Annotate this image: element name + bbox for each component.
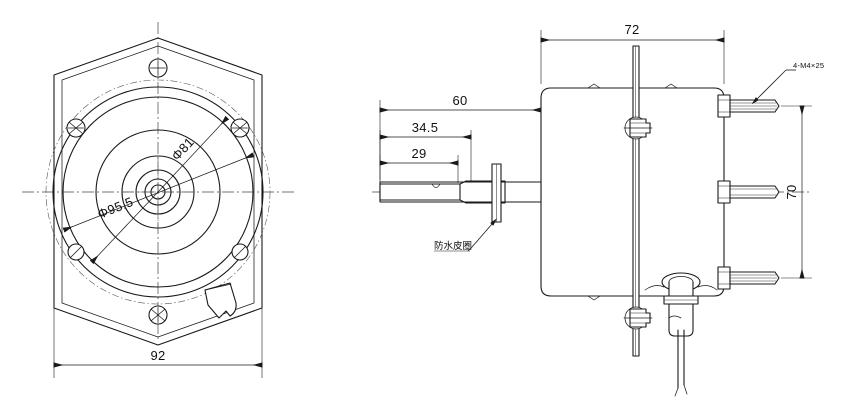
- stud-middle: [717, 180, 780, 204]
- dim-phi955-label: Φ95.5: [95, 194, 135, 222]
- annotation-waterproof-seal-label: 防水皮圈: [434, 240, 472, 252]
- dim-60-label: 60: [452, 93, 467, 108]
- screw-hole-bottom: [148, 305, 168, 325]
- screw-hole-left-upper: [66, 118, 86, 138]
- hex-flange-outline: [53, 37, 263, 346]
- screw-hole-left-lower: [67, 243, 85, 261]
- cable-gland-assembly: [661, 272, 701, 337]
- hex-flange-inner-edge: [61, 45, 255, 338]
- tie-rod-nut-lower: [623, 306, 653, 330]
- dim-60: 60: [379, 93, 542, 180]
- lead-wire: [674, 329, 688, 397]
- output-shaft: [379, 180, 542, 204]
- dim-inner-radius-leader: [89, 191, 159, 265]
- stud-upper: [717, 94, 780, 118]
- tie-rod-nut-upper: [623, 116, 653, 140]
- dim-29: 29: [379, 146, 459, 183]
- dim-92-label: 92: [150, 348, 165, 363]
- dim-345-label: 34.5: [412, 120, 439, 135]
- screw-hole-top: [148, 58, 168, 78]
- gland-bracket-right: [697, 285, 718, 291]
- screw-hole-right-lower: [231, 243, 249, 261]
- dim-345: 34.5: [379, 120, 472, 182]
- dim-70: 70: [781, 105, 812, 279]
- dim-72-label: 72: [624, 22, 639, 37]
- annotation-waterproof-seal: 防水皮圈: [434, 218, 497, 252]
- dim-72: 72: [540, 22, 725, 84]
- annotation-stud-spec: 4-M4×25: [751, 61, 824, 105]
- side-view-group: 72 60 34.5 29: [372, 22, 824, 397]
- body-tie-rod: [632, 45, 640, 357]
- bolt-circle-phi955: [45, 79, 271, 305]
- screw-hole-right-upper: [230, 118, 250, 138]
- stud-lower: [717, 266, 780, 290]
- body-outer-circle: [52, 86, 264, 298]
- dim-70-label: 70: [784, 184, 799, 199]
- front-view-group: Φ81 Φ95.5 92: [22, 22, 296, 378]
- waterproof-rubber-ring: [491, 163, 502, 223]
- dim-29-label: 29: [411, 146, 426, 161]
- dim-phi955: Φ95.5: [62, 152, 255, 233]
- annotation-stud-spec-label: 4-M4×25: [793, 61, 824, 70]
- cable-exit-lug: [204, 282, 237, 319]
- dim-92: 92: [53, 308, 263, 378]
- gland-bracket-left: [644, 285, 665, 291]
